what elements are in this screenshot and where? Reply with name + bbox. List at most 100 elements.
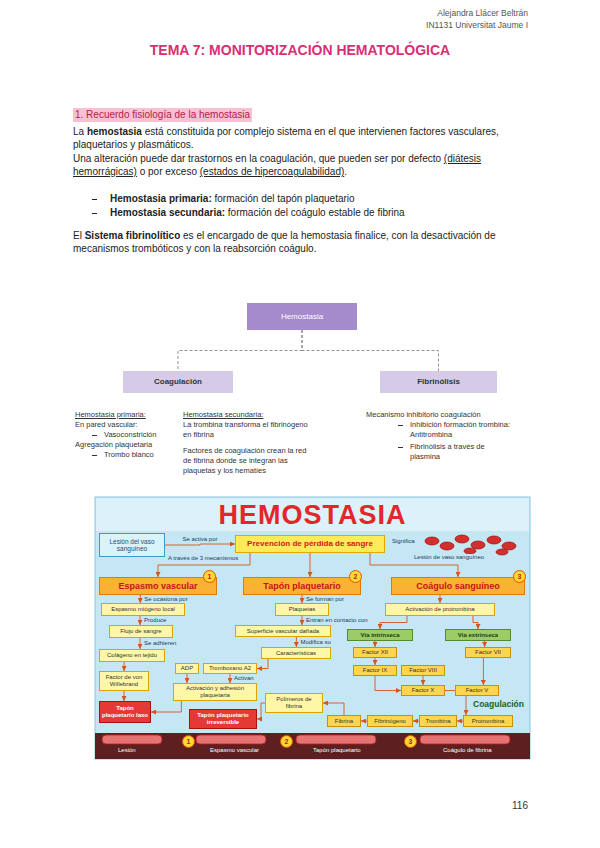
node-text: Vía intrínseca <box>360 632 399 639</box>
start-box: Lesión del vaso sanguíneo <box>99 533 165 557</box>
flow-arrow <box>310 553 311 577</box>
bullet-text: Inhibición formación trombina: Antitromb… <box>410 420 515 440</box>
root-box: Hemostasia <box>247 303 357 330</box>
bullet-text: Vasoconstrición <box>104 430 156 440</box>
diagram-note: Factores de coagulación crean la red de … <box>183 446 311 476</box>
text-run: hemostasia <box>87 126 142 137</box>
node-text: Factor VII <box>475 649 501 656</box>
concept-box: Activación de protrombina <box>385 603 495 616</box>
edge-label: Modifica su <box>299 639 331 646</box>
flow-arrow <box>466 696 467 715</box>
text-run: formación del tapón plaquetario <box>215 193 355 204</box>
node-text: Colágeno en tejido <box>107 652 157 659</box>
bullet-dash <box>92 455 97 456</box>
dashed-connector <box>178 330 302 371</box>
node-text: Tapón plaquetario laxo <box>102 705 148 719</box>
callout-number: 1 <box>182 735 195 748</box>
page-title: TEMA 7: MONITORIZACIÓN HEMATOLÓGICA <box>0 42 600 58</box>
factor-box: Fibrinógeno <box>367 715 413 727</box>
mechanism-box: Tapón plaquetario <box>243 577 361 595</box>
flow-arrow <box>124 691 125 701</box>
band-caption: Espasmo vascular <box>210 747 259 754</box>
pathway-box: Vía extrínseca <box>445 629 511 641</box>
author-header: Alejandra Llácer Beltrán <box>300 8 528 19</box>
mediator-box: ADP <box>175 663 199 674</box>
concept-box: Características <box>261 647 331 659</box>
node-text: Espasmo miógeno local <box>111 606 175 613</box>
flow-arrow <box>323 703 344 715</box>
node-text: Factor V <box>466 687 489 694</box>
flow-arrow <box>375 676 401 691</box>
band-caption: Coágulo de fibrina <box>443 747 492 754</box>
node-text: Factor de von Willebrand <box>102 674 146 688</box>
node-text: Factor XII <box>362 649 388 656</box>
edge-label: Se adhieren <box>143 640 177 647</box>
node-text: Flujo de sangre <box>120 628 161 635</box>
flow-arrow <box>302 595 303 603</box>
mediator-box: Tromboxano A2 <box>203 663 257 674</box>
node-text: Activación de protrombina <box>405 606 474 613</box>
node-text: Fibrinógeno <box>374 718 406 725</box>
text-run: Hemostasia secundaria: <box>110 207 225 218</box>
flow-arrow <box>165 544 235 545</box>
text-run: La <box>73 126 84 137</box>
mechanism-box: Espasmo vascular <box>99 577 217 595</box>
text-run: El <box>73 230 82 241</box>
factor-box: Factor VII <box>465 647 511 658</box>
text-run: formación del coágulo estable de fibrina <box>228 207 405 218</box>
flow-arrow <box>473 616 478 629</box>
edge-label: Se ocasiona por <box>143 596 188 603</box>
node-text: Fibrinólisis <box>417 377 460 386</box>
goal-box: Prevención de pérdida de sangre <box>235 535 385 553</box>
flow-arrow <box>423 676 424 685</box>
factor-box: Factor VIII <box>401 665 445 676</box>
text-run: Una alteración puede dar trastornos en l… <box>73 153 441 164</box>
bullet-item: Hemostasia primaria: formación del tapón… <box>73 192 528 205</box>
infographic-panel: HEMOSTASIA Lesión del vaso sanguíneo Preve… <box>95 497 530 759</box>
title-band <box>96 498 529 531</box>
flow-arrow <box>440 595 441 603</box>
node-text: Tapón plaquetario <box>263 581 340 591</box>
node-text: Hemostasia <box>281 312 323 321</box>
course-header: IN1131 Universitat Jaume I <box>300 20 528 31</box>
diagram-note: La trombina transforma el fibrinógeno en… <box>183 420 308 440</box>
flow-arrow <box>151 701 181 712</box>
image-caption: Lesión de vaso sanguíneo <box>413 554 485 561</box>
flow-arrow <box>445 690 455 691</box>
flow-arrow <box>140 595 141 603</box>
edge-label: Se activa por <box>181 536 218 543</box>
sub-heading: Hemostasia secundaria: <box>183 410 263 420</box>
branch-box: Coagulación <box>123 371 233 393</box>
vessel-icons <box>102 735 510 744</box>
plug-box: Tapón plaquetario irreversible <box>189 709 257 729</box>
text-run: Sistema fibrinolítico <box>85 230 181 241</box>
edge-label: Se forman por <box>305 596 345 603</box>
factor-box: Factor IX <box>353 665 397 676</box>
node-text: Plaquetas <box>289 606 316 613</box>
flow-arrow <box>296 637 297 647</box>
node-text: ADP <box>181 665 193 672</box>
page-number: 116 <box>512 800 528 811</box>
node-text: Coagulación <box>154 377 202 386</box>
bullet-dash <box>398 425 403 426</box>
band-caption: Tapón plaquetario <box>313 747 361 754</box>
bullet-dash <box>92 213 97 214</box>
edge-label: Activan <box>233 675 255 682</box>
concept-box: Espasmo miógeno local <box>101 603 185 616</box>
flow-arrow <box>375 658 376 665</box>
body-text: La hemostasia está constituida por compl… <box>73 125 528 255</box>
node-text: Factor VIII <box>409 667 437 674</box>
edge-label: Produce <box>143 617 167 624</box>
node-text: Factor X <box>412 687 435 694</box>
concept-box: Colágeno en tejido <box>99 649 165 662</box>
concept-box: Factor de von Willebrand <box>99 671 149 691</box>
node-text: Lesión del vaso sanguíneo <box>102 538 162 553</box>
diagram-note: Agregación plaquetaria <box>75 440 152 450</box>
flow-arrow <box>124 662 125 671</box>
factor-box: Factor X <box>401 685 445 696</box>
concept-box: Polímeros de fibrina <box>265 693 323 713</box>
plug-box: Tapón plaquetario laxo <box>99 701 151 723</box>
bullet-dash <box>92 199 97 200</box>
node-text: HEMOSTASIA <box>218 500 406 531</box>
